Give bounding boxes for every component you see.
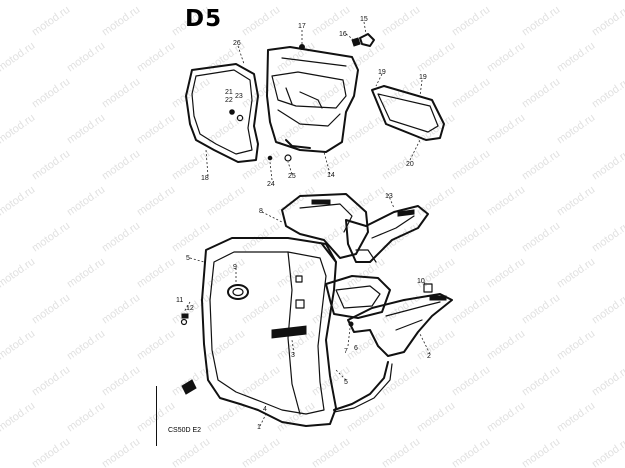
label-24: 24 [267,181,275,188]
leg-shield [201,237,337,427]
label-16: 16 [339,31,347,38]
label-9: 9 [233,264,237,271]
label-14: 14 [327,172,335,179]
seat-box [266,46,359,153]
page-margin-line [156,386,157,446]
label-19-left: 19 [378,69,386,76]
label-11: 11 [176,297,184,304]
label-18: 18 [201,175,209,182]
label-17: 17 [298,23,306,30]
leader-lines [183,21,431,427]
side-rail [333,361,393,413]
label-4: 4 [263,406,267,413]
label-6: 6 [354,345,358,352]
label-23: 23 [235,93,243,100]
model-label: CS50D E2 [168,427,202,434]
label-22: 22 [225,97,233,104]
seat-gasket [185,63,259,163]
label-25: 25 [288,173,296,180]
floor-panel [325,275,453,357]
label-26: 26 [233,40,241,47]
label-5-upper: 5 [186,255,190,262]
label-13: 13 [385,193,393,200]
label-19-right: 19 [419,74,427,81]
label-15: 15 [360,16,368,23]
label-21: 21 [225,89,233,96]
label-2: 2 [427,353,431,360]
diagram-title: D5 [185,6,223,32]
label-8: 8 [259,208,263,215]
clips [180,283,433,395]
label-7: 7 [344,348,348,355]
lid-gasket [371,85,445,141]
label-3: 3 [291,352,295,359]
label-1: 1 [257,424,261,431]
label-20: 20 [406,161,414,168]
label-12: 12 [186,305,194,312]
floor-frame [281,193,429,263]
label-5-lower: 5 [344,379,348,386]
label-10: 10 [417,278,425,285]
